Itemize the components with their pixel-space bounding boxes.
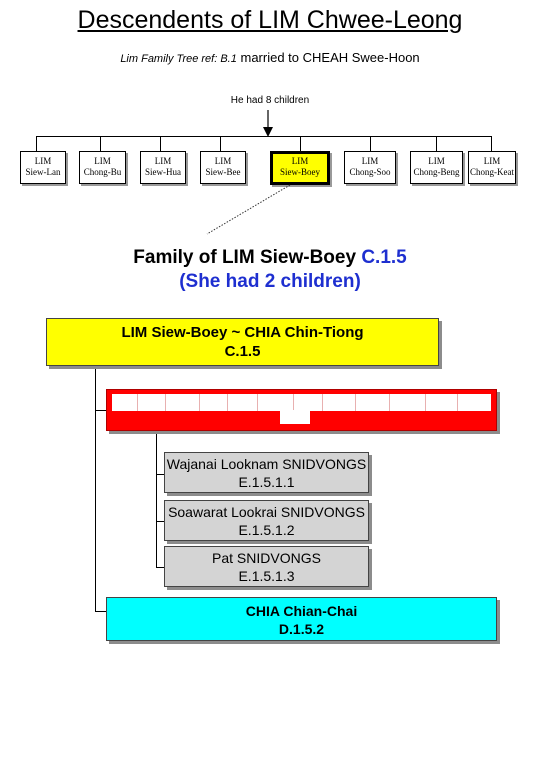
grandchild-name: Soawarat Lookrai SNIDVONGS <box>168 504 365 520</box>
child-surname: LIM <box>428 156 445 166</box>
connector-line <box>436 136 437 151</box>
child-given-name: Chong-Bu <box>83 167 122 177</box>
grandchild-ref: E.1.5.1.3 <box>238 568 295 584</box>
child-surname: LIM <box>214 156 232 166</box>
couple-ref: C.1.5 <box>224 343 261 360</box>
tree-line <box>95 611 106 612</box>
illegible-text-bar <box>112 394 491 411</box>
down-arrow-icon <box>263 110 273 137</box>
child-box-chong-bu: LIM Chong-Bu <box>79 151 126 184</box>
child-surname: LIM <box>34 156 52 166</box>
connector-line <box>36 136 491 137</box>
child-given-name: Siew-Bee <box>205 167 241 177</box>
section-heading-name: Family of LIM Siew-Boey <box>133 247 357 268</box>
child-given-name: Siew-Hua <box>145 167 181 177</box>
child-box-siew-hua: LIM Siew-Hua <box>140 151 186 184</box>
child-box-siew-boey: LIM Siew-Boey <box>270 151 330 185</box>
grandchild-box-wajanai: Wajanai Looknam SNIDVONGS E.1.5.1.1 <box>164 452 369 493</box>
tree-line <box>156 431 157 568</box>
connector-line <box>491 136 492 151</box>
second-child-name: CHIA Chian-Chai <box>245 603 358 619</box>
couple-box: LIM Siew-Boey ~ CHIA Chin-Tiong C.1.5 <box>46 318 439 366</box>
connector-line <box>100 136 101 151</box>
connector-line <box>160 136 161 151</box>
tree-line <box>95 410 106 411</box>
second-child-box: CHIA Chian-Chai D.1.5.2 <box>106 597 497 641</box>
child-given-name: Chong-Soo <box>349 167 391 177</box>
tree-line <box>156 474 164 475</box>
spouse-text: married to CHEAH Swee-Hoon <box>240 50 420 65</box>
second-child-ref: D.1.5.2 <box>278 621 325 637</box>
tree-line <box>156 521 164 522</box>
connector-line <box>300 136 301 151</box>
first-child-box <box>106 389 497 431</box>
grandchild-box-pat: Pat SNIDVONGS E.1.5.1.3 <box>164 546 369 587</box>
child-given-name: Siew-Boey <box>280 167 320 177</box>
section-subheading: (She had 2 children) <box>179 271 361 292</box>
page-title: Descendents of LIM Chwee-Leong <box>77 6 463 34</box>
couple-names: LIM Siew-Boey ~ CHIA Chin-Tiong <box>121 324 364 341</box>
child-box-chong-soo: LIM Chong-Soo <box>344 151 396 184</box>
section-heading: Family of LIM Siew-Boey C.1.5 (She had 2… <box>0 246 540 294</box>
grandchild-ref: E.1.5.1.2 <box>238 522 295 538</box>
grandchild-name: Wajanai Looknam SNIDVONGS <box>166 456 367 472</box>
child-box-siew-bee: LIM Siew-Bee <box>200 151 246 184</box>
tree-line <box>156 567 164 568</box>
child-given-name: Chong-Keat <box>470 167 514 177</box>
child-surname: LIM <box>361 156 379 166</box>
illegible-ref-cell <box>280 410 310 424</box>
child-surname: LIM <box>291 156 309 166</box>
connector-line <box>370 136 371 151</box>
child-box-siew-lan: LIM Siew-Lan <box>20 151 66 184</box>
grandchild-name: Pat SNIDVONGS <box>212 550 321 566</box>
child-box-chong-beng: LIM Chong-Beng <box>410 151 463 184</box>
child-surname: LIM <box>94 156 111 166</box>
child-surname: LIM <box>154 156 172 166</box>
family-tree-ref: Lim Family Tree ref: B.1 <box>120 53 237 65</box>
child-surname: LIM <box>483 156 501 166</box>
grandchild-box-soawarat: Soawarat Lookrai SNIDVONGS E.1.5.1.2 <box>164 500 369 541</box>
child-given-name: Chong-Beng <box>413 167 460 177</box>
child-box-chong-keat: LIM Chong-Keat <box>468 151 516 184</box>
section-heading-ref: C.1.5 <box>361 247 407 268</box>
tree-line <box>95 366 96 611</box>
child-given-name: Siew-Lan <box>25 167 61 177</box>
children-count-text: He had 8 children <box>230 95 310 106</box>
grandchild-ref: E.1.5.1.1 <box>238 474 295 490</box>
connector-line <box>220 136 221 151</box>
marriage-line: Lim Family Tree ref: B.1 married to CHEA… <box>0 50 540 65</box>
connector-line <box>36 136 37 151</box>
